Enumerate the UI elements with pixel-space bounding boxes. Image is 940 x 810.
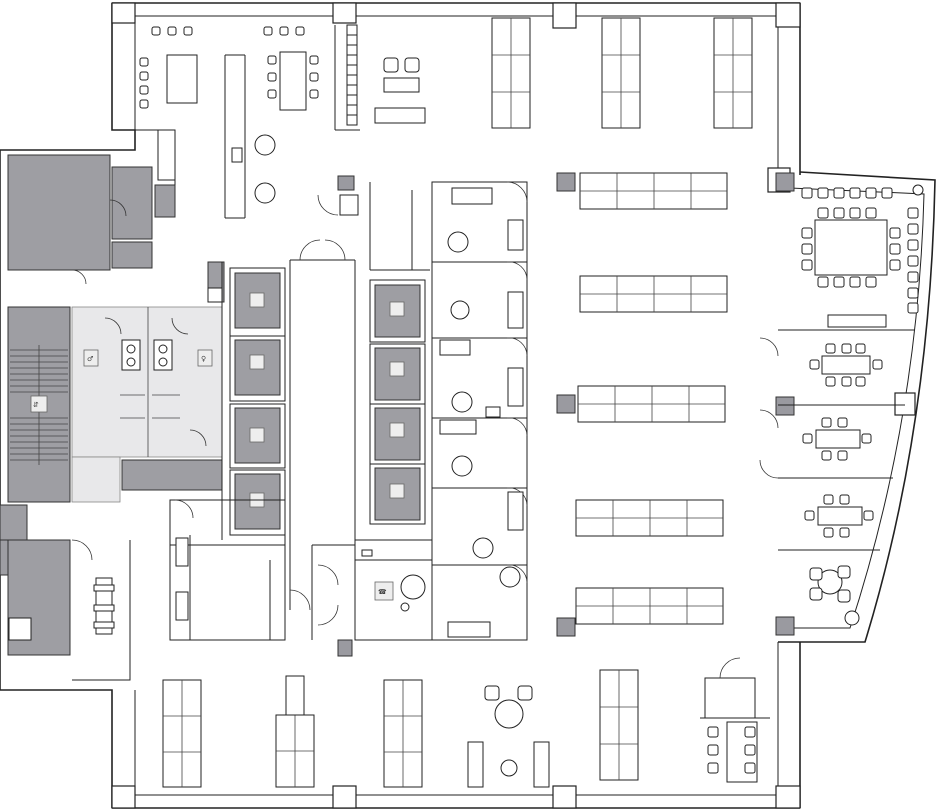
reception-icon: ☎ <box>374 581 394 601</box>
svg-text:☎: ☎ <box>378 588 387 596</box>
training-room <box>93 537 189 635</box>
structural-columns <box>111 2 916 809</box>
lounge <box>374 57 426 124</box>
elevator-icon <box>389 483 405 499</box>
reception: ☎ <box>361 549 426 612</box>
elevator-icon <box>389 301 405 317</box>
elevator-icon <box>249 292 265 308</box>
workstations-bottom <box>162 669 639 788</box>
restrooms: ♂ ♀ <box>71 306 223 503</box>
bottom-lounge <box>467 685 550 788</box>
elevator-icon <box>249 354 265 370</box>
stair-core: ⇵ <box>7 306 71 503</box>
boardroom <box>801 184 924 328</box>
svg-text:♂: ♂ <box>87 355 93 363</box>
svg-text:⇵: ⇵ <box>33 401 39 409</box>
workstations-middle <box>575 172 728 625</box>
elevator-icon <box>389 361 405 377</box>
private-offices <box>439 187 524 638</box>
elevator-icon <box>389 422 405 438</box>
svg-text:♀: ♀ <box>201 355 206 363</box>
building-core <box>0 154 225 656</box>
stair-icon: ⇵ <box>30 395 48 413</box>
men-restroom-icon: ♂ <box>83 349 99 367</box>
interior-walls <box>135 24 915 719</box>
workstations-top <box>491 17 753 129</box>
meeting-rooms <box>802 343 883 626</box>
elevator-icon <box>249 427 265 443</box>
entry-vestibule <box>339 194 359 216</box>
elevator-bank-left <box>229 267 286 536</box>
women-restroom-icon: ♀ <box>197 349 213 367</box>
break-room <box>139 26 319 204</box>
elevator-bank-right <box>369 279 426 525</box>
bottom-right-conference <box>707 721 758 783</box>
doors <box>71 181 779 679</box>
